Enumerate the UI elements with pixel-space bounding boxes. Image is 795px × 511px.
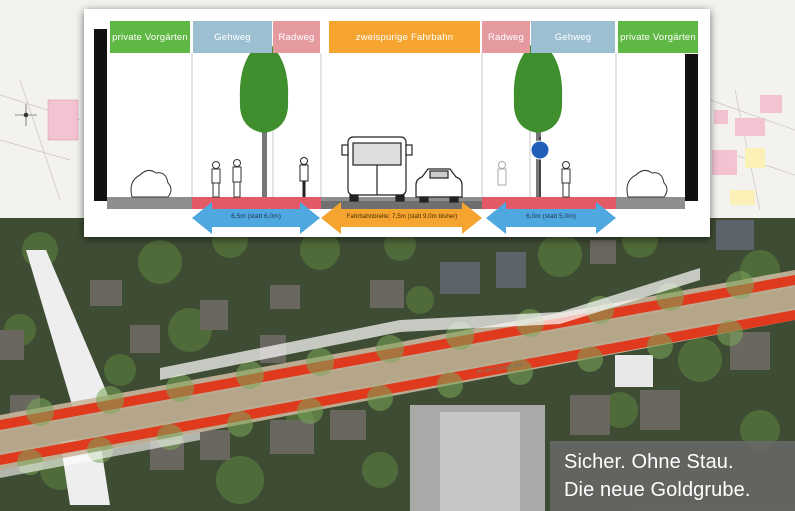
dimension-right: 6,0m (statt 5,0m) xyxy=(526,213,576,220)
zone-label-roadway: zweispurige Fahrbahn xyxy=(329,21,480,53)
slogan-box: Sicher. Ohne Stau. Die neue Goldgrube. xyxy=(550,441,795,511)
zone-label-garden-left: private Vorgärten xyxy=(110,21,190,53)
dimension-center: Fahrbahnbreite: 7,5m (statt 9,0m bisher) xyxy=(346,213,458,220)
slogan-line-1: Sicher. Ohne Stau. xyxy=(564,451,734,473)
zone-label-sidewalk-right: Gehweg xyxy=(531,21,615,53)
dimension-left: 6,5m (statt 6,0m) xyxy=(231,213,281,220)
cross-section-panel: private Vorgärten Gehweg Radweg zweispur… xyxy=(84,9,710,237)
zone-label-bikelane-left: Radweg xyxy=(273,21,320,53)
zone-label-sidewalk-left: Gehweg xyxy=(193,21,272,53)
cross-section-drawing xyxy=(94,29,698,234)
zone-label-bikelane-right: Radweg xyxy=(482,21,530,53)
compass-icon xyxy=(15,104,37,126)
zone-label-garden-right: private Vorgärten xyxy=(618,21,698,53)
slogan-line-2: Die neue Goldgrube. xyxy=(564,479,751,501)
